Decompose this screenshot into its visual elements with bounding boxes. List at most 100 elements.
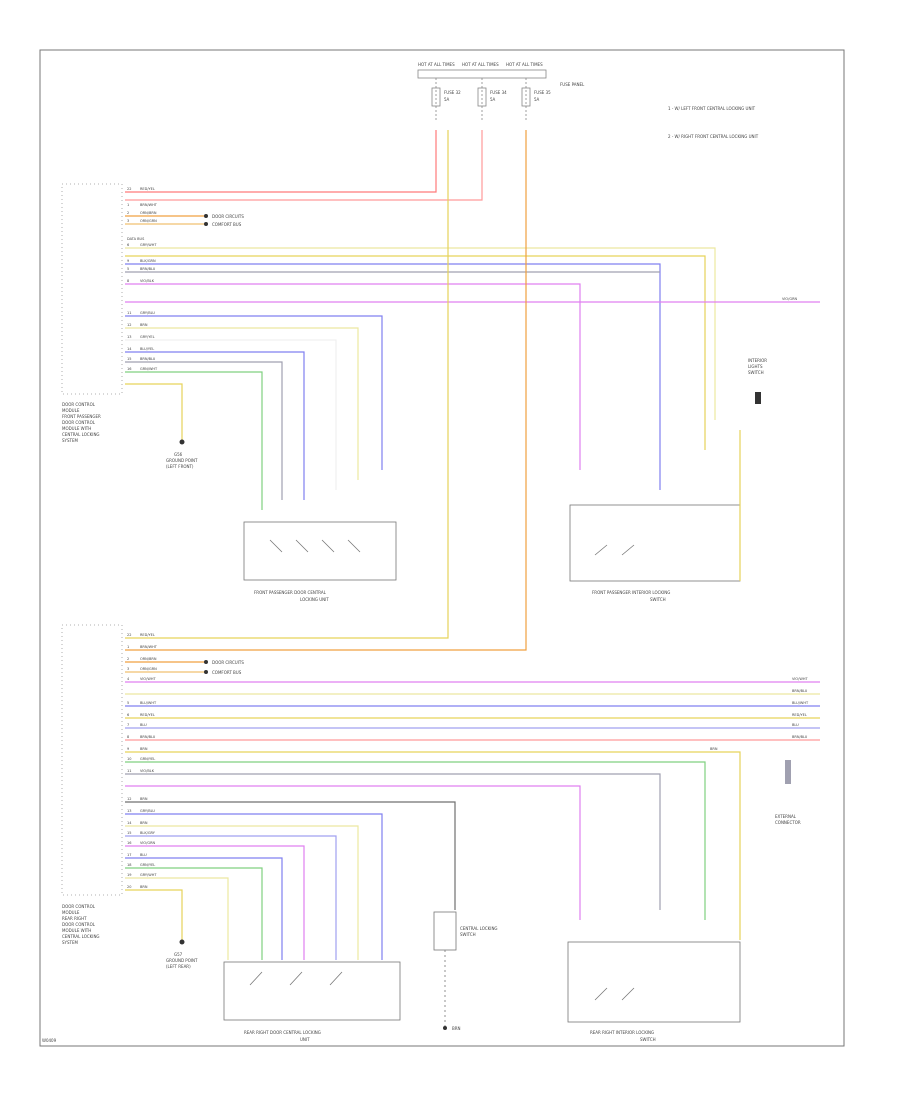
wire-label: ORN/GRN <box>140 219 157 223</box>
connector-label: EXTERNAL <box>775 814 797 819</box>
bus-note: COMFORT BUS <box>212 222 242 227</box>
wire-label: BLK/GRN <box>140 259 156 263</box>
right-label: BRN/BLU <box>792 689 808 693</box>
rear-door-control-module: DOOR CONTROL MODULE REAR RIGHT DOOR CONT… <box>61 624 123 945</box>
wire-label: BRN <box>140 797 148 801</box>
wire-label: BRN <box>140 885 148 889</box>
right-label: BRN/BLU <box>792 735 808 739</box>
splice-label: INTERIOR <box>748 358 767 363</box>
rear-interior-switch: REAR RIGHT INTERIOR LOCKING SWITCH <box>567 941 741 1042</box>
wire-label: VIO/BLK <box>140 279 155 283</box>
splice-label: LIGHTS <box>748 364 763 369</box>
module-label: MODULE WITH <box>62 426 91 431</box>
fuse-rating: 5A <box>490 97 496 102</box>
bus-note: COMFORT BUS <box>212 670 242 675</box>
pin-label: 11 <box>127 311 131 315</box>
wire-label: BLU/YEL <box>140 347 154 351</box>
pin-label: 9 <box>127 259 129 263</box>
bus-note: DOOR CIRCUITS <box>212 214 244 219</box>
pin-label: 15 <box>127 357 131 361</box>
module-label: CENTRAL LOCKING <box>62 934 100 939</box>
brn-label: BRN <box>710 747 718 751</box>
wire-label: BLU/WHT <box>140 701 157 705</box>
pin-label: 5 <box>127 267 129 271</box>
pin-label: 12 <box>127 797 131 801</box>
wire-label: BRN <box>140 821 148 825</box>
unit-label: LOCKING UNIT <box>300 597 329 602</box>
pin-label: 3 <box>127 667 129 671</box>
wire-label: VIO/BLK <box>140 769 155 773</box>
pin-label: 4 <box>127 677 130 681</box>
hot-label: HOT AT ALL TIMES <box>462 62 499 67</box>
pin-label: 16 <box>127 367 131 371</box>
fuse-panel-box <box>417 69 547 79</box>
wire-label: BLK/GRY <box>140 831 156 835</box>
connector-label: CONNECTOR <box>775 820 801 825</box>
front-lock-wires: VIO/GRN 11 GRY/BLU 12 BRN 13 GRY/YEL 14 … <box>125 297 820 510</box>
ground-label: GROUND POINT <box>166 458 198 463</box>
pin-label: 8 <box>127 279 129 283</box>
unit-label: SWITCH <box>640 1037 656 1042</box>
ground-label: (LEFT REAR) <box>166 964 191 969</box>
hot-label: HOT AT ALL TIMES <box>418 62 455 67</box>
wire-label: RED/YEL <box>140 713 155 717</box>
fuse-32-wire <box>125 130 449 639</box>
pin-label: 2 <box>127 211 129 215</box>
wire-label: GRY/WHT <box>140 243 157 247</box>
module-box <box>61 624 123 896</box>
wire-label: ORN/GRN <box>140 667 157 671</box>
module-label: SYSTEM <box>62 438 78 443</box>
pin-label: 1 <box>127 645 129 649</box>
fuse-name: FUSE 34 <box>490 90 507 95</box>
module-label: DOOR CONTROL <box>62 402 96 407</box>
fuse-rating: 5A <box>534 97 540 102</box>
unit-label: SWITCH <box>650 597 666 602</box>
pin-label: 14 <box>127 821 132 825</box>
pin-label: 2 <box>127 657 129 661</box>
hot-label: HOT AT ALL TIMES <box>506 62 543 67</box>
pin-label: 18 <box>127 863 131 867</box>
splice-label: SWITCH <box>748 370 764 375</box>
bus-note: DOOR CIRCUITS <box>212 660 244 665</box>
pin-label: 6 <box>127 243 129 247</box>
pin-label: 11 <box>127 769 131 773</box>
wire-label: GRN/YEL <box>140 863 155 867</box>
pin-label: 13 <box>127 809 131 813</box>
module-label: CENTRAL LOCKING <box>62 432 100 437</box>
module-label: SYSTEM <box>62 940 78 945</box>
wire-label: BRN/WHT <box>140 203 158 207</box>
fuse-rating: 5A <box>444 97 450 102</box>
wire-label: GRY/WHT <box>140 873 157 877</box>
module-label: MODULE WITH <box>62 928 91 933</box>
wire-label: BLU <box>140 853 147 857</box>
rear-lock-unit: REAR RIGHT DOOR CENTRAL LOCKING UNIT <box>223 961 401 1042</box>
fuse-name: FUSE 35 <box>534 90 551 95</box>
wire-label: VIO/WHT <box>140 677 156 681</box>
wire-label: VIO/GRN <box>782 297 798 301</box>
pin-label: 10 <box>127 757 131 761</box>
unit-label: REAR RIGHT INTERIOR LOCKING <box>590 1030 654 1035</box>
pin-label: 9 <box>127 747 129 751</box>
wire-label: BRN/BLU <box>140 735 156 739</box>
front-door-control-module: DOOR CONTROL MODULE FRONT PASSENGER DOOR… <box>61 183 123 443</box>
pin-label: 20 <box>127 885 131 889</box>
rear-top-wires: DOOR CIRCUITS COMFORT BUS 22 RED/YEL 1 B… <box>125 633 820 683</box>
wire-label: GRY/YEL <box>140 335 155 339</box>
wire-label: VIO/GRN <box>140 841 156 845</box>
switch-label: CENTRAL LOCKING <box>460 926 498 931</box>
bus-label: DATA BUS <box>127 237 145 241</box>
wire-label: BRN/WHT <box>140 645 158 649</box>
ground-symbol <box>179 439 185 445</box>
fuse-34: FUSE 34 5A <box>477 78 507 120</box>
module-label: FRONT PASSENGER <box>62 414 101 419</box>
unit-label: UNIT <box>300 1037 310 1042</box>
pin-label: 22 <box>127 633 131 637</box>
module-label: DOOR CONTROL <box>62 922 96 927</box>
fuse-35-wire <box>125 130 527 651</box>
ground-label: (LEFT FRONT) <box>166 464 194 469</box>
wire-label: BRN/BLU <box>140 267 156 271</box>
diagram-frame <box>39 49 845 1047</box>
front-interior-switch: FRONT PASSENGER INTERIOR LOCKING SWITCH … <box>569 358 767 602</box>
pin-label: 3 <box>127 219 129 223</box>
